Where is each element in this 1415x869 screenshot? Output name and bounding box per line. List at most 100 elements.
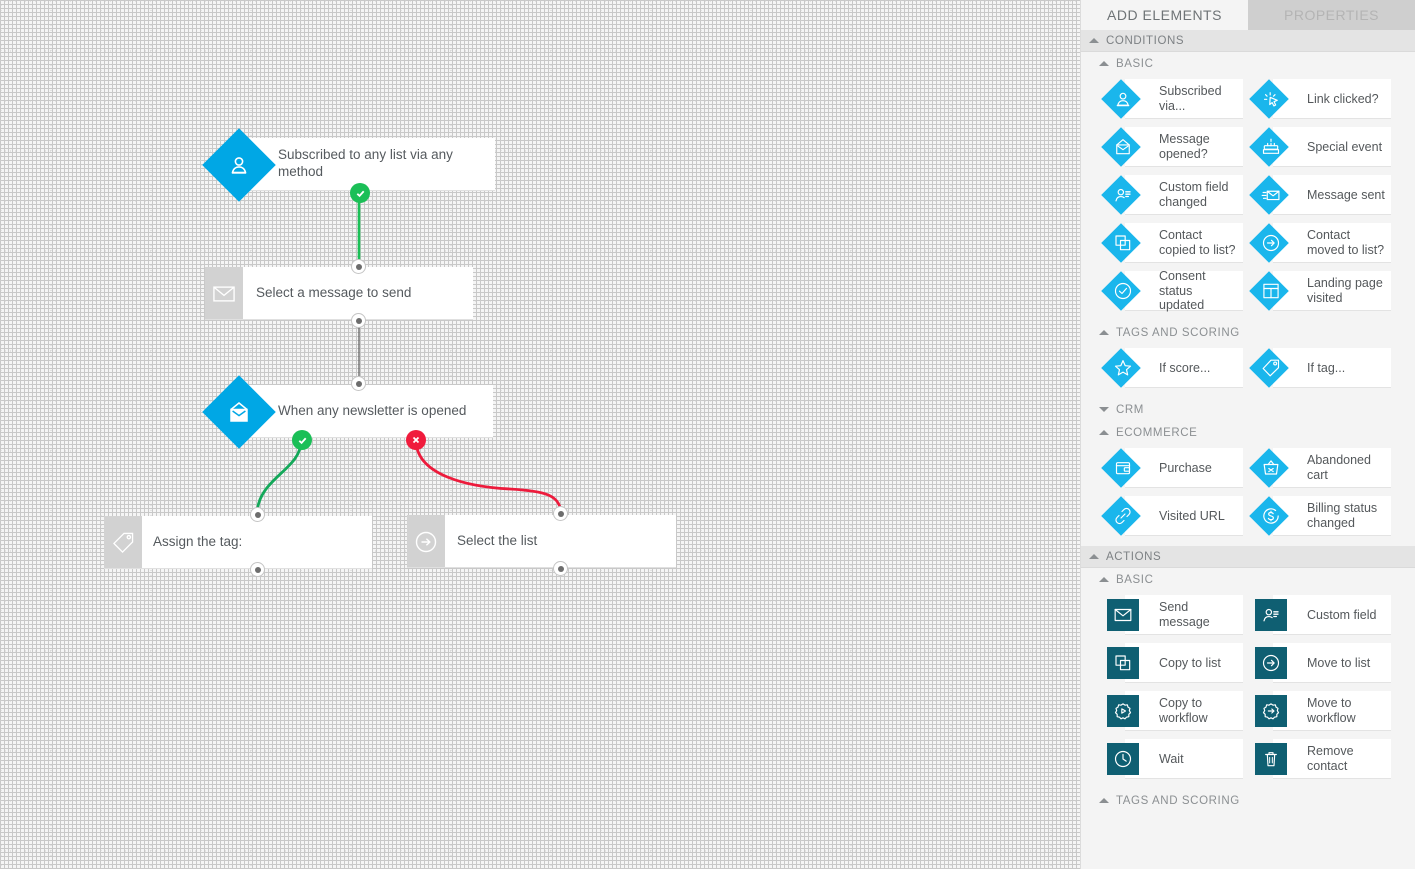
element-card [1125, 496, 1243, 536]
chevron-up-icon [1099, 577, 1109, 582]
element-card [1273, 79, 1391, 119]
node-card[interactable]: Select the list [407, 515, 676, 568]
tab-add-elements[interactable]: ADD ELEMENTS [1081, 0, 1248, 30]
node-input-port[interactable] [553, 506, 568, 521]
group-header-tags-and-scoring[interactable]: TAGS AND SCORING [1081, 321, 1415, 344]
action-square [1107, 647, 1139, 679]
group-title: CRM [1116, 403, 1144, 416]
action-square [1107, 599, 1139, 631]
element-label: Landing page visited [1307, 276, 1383, 305]
action-square [1107, 743, 1139, 775]
element-copy-to-workflow[interactable]: Copy to workflow [1107, 691, 1243, 731]
element-message-opened[interactable]: Message opened? [1101, 127, 1243, 167]
chevron-up-icon [1099, 330, 1109, 335]
node-input-port[interactable] [351, 259, 366, 274]
element-card [1125, 127, 1243, 167]
element-message-sent[interactable]: Message sent [1249, 175, 1391, 215]
element-special-event[interactable]: Special event [1249, 127, 1391, 167]
element-contact-copied-to-list[interactable]: Contact copied to list? [1101, 223, 1243, 263]
element-subscribed-via[interactable]: Subscribed via... [1101, 79, 1243, 119]
element-card [1125, 691, 1243, 731]
group-header-basic[interactable]: BASIC [1081, 568, 1415, 591]
element-card [1273, 127, 1391, 167]
workflow-canvas[interactable]: Subscribed to any list via any method Se… [0, 0, 1080, 869]
element-wait[interactable]: Wait [1107, 739, 1243, 779]
element-card [1273, 348, 1391, 388]
group-title: BASIC [1116, 57, 1154, 70]
element-label: If tag... [1307, 360, 1346, 375]
element-card [1125, 643, 1243, 683]
chevron-down-icon [1099, 407, 1109, 412]
element-grid: If score... If tag... [1081, 344, 1415, 398]
section-header-actions[interactable]: ACTIONS [1081, 546, 1415, 568]
node-output-port[interactable] [351, 313, 366, 328]
group-title: TAGS AND SCORING [1116, 794, 1240, 807]
element-card [1125, 595, 1243, 635]
node-input-port[interactable] [351, 376, 366, 391]
element-card [1125, 739, 1243, 779]
arrow-in-circle-icon [407, 515, 445, 568]
element-card [1273, 643, 1391, 683]
element-card [1273, 496, 1391, 536]
group-header-ecommerce[interactable]: ECOMMERCE [1081, 421, 1415, 444]
element-custom-field[interactable]: Custom field [1255, 595, 1391, 635]
elements-sidebar: ADD ELEMENTS PROPERTIES CONDITIONS BASIC S… [1080, 0, 1415, 869]
section-title: CONDITIONS [1106, 34, 1185, 47]
element-card [1125, 271, 1243, 311]
element-card [1273, 223, 1391, 263]
group-header-tags-and-scoring[interactable]: TAGS AND SCORING [1081, 789, 1415, 812]
envelope-icon [205, 267, 243, 320]
canvas-grid [0, 0, 1080, 869]
element-send-message[interactable]: Send message [1107, 595, 1243, 635]
element-purchase[interactable]: Purchase [1101, 448, 1243, 488]
node-card[interactable]: When any newsletter is opened [239, 385, 493, 438]
element-label: Copy to list [1159, 655, 1221, 670]
action-icon-block [205, 267, 243, 319]
element-remove-contact[interactable]: Remove contact [1255, 739, 1391, 779]
element-card [1125, 79, 1243, 119]
badge-yes [350, 183, 370, 203]
element-card [1125, 348, 1243, 388]
element-copy-to-list[interactable]: Copy to list [1107, 643, 1243, 683]
element-consent-status-updated[interactable]: Consent status updated [1101, 269, 1243, 312]
element-label: Custom field [1307, 607, 1377, 622]
group-title: BASIC [1116, 573, 1154, 586]
action-square [1107, 695, 1139, 727]
sidebar-content: CONDITIONS BASIC Subscribed via... Link cli… [1081, 30, 1415, 812]
element-move-to-list[interactable]: Move to list [1255, 643, 1391, 683]
element-card [1273, 448, 1391, 488]
element-move-to-workflow[interactable]: Move to workflow [1255, 691, 1391, 731]
element-if-score[interactable]: If score... [1101, 348, 1243, 388]
node-card[interactable]: Subscribed to any list via any method [239, 138, 495, 191]
element-billing-status-changed[interactable]: Billing status changed [1249, 496, 1391, 536]
element-label: Contact moved to list? [1307, 228, 1385, 257]
group-header-basic[interactable]: BASIC [1081, 52, 1415, 75]
element-abandoned-cart[interactable]: Abandoned cart [1249, 448, 1391, 488]
chevron-up-icon [1099, 798, 1109, 803]
action-icon-block [104, 516, 142, 568]
element-label: Subscribed via... [1159, 84, 1222, 113]
element-label: Remove contact [1307, 744, 1354, 773]
tab-properties[interactable]: PROPERTIES [1248, 0, 1415, 30]
node-label: Select a message to send [256, 284, 412, 300]
element-link-clicked[interactable]: Link clicked? [1249, 79, 1391, 119]
badge-yes [292, 430, 312, 450]
node-output-port[interactable] [250, 562, 265, 577]
element-label: Contact copied to list? [1159, 228, 1236, 257]
element-if-tag[interactable]: If tag... [1249, 348, 1391, 388]
element-custom-field-changed[interactable]: Custom field changed [1101, 175, 1243, 215]
action-square [1255, 743, 1287, 775]
element-visited-url[interactable]: Visited URL [1101, 496, 1243, 536]
node-card[interactable]: Assign the tag: [104, 516, 372, 569]
chevron-up-icon [1089, 38, 1099, 43]
element-landing-page-visited[interactable]: Landing page visited [1249, 271, 1391, 311]
element-card [1273, 271, 1391, 311]
element-contact-moved-to-list[interactable]: Contact moved to list? [1249, 223, 1391, 263]
section-header-conditions[interactable]: CONDITIONS [1081, 30, 1415, 52]
node-input-port[interactable] [250, 507, 265, 522]
group-header-crm[interactable]: CRM [1081, 398, 1415, 421]
node-card[interactable]: Select a message to send [205, 267, 473, 320]
node-output-port[interactable] [553, 561, 568, 576]
